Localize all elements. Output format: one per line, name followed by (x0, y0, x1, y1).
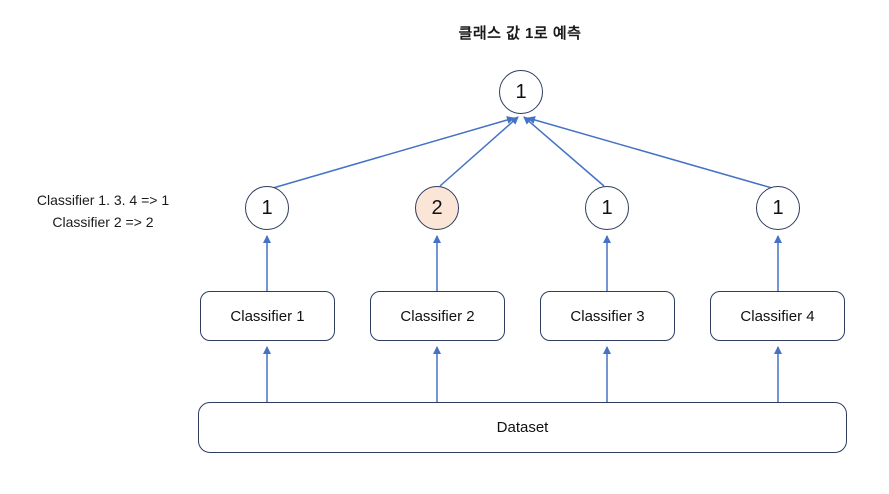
classifier-3-box: Classifier 3 (540, 291, 675, 341)
arrow-vote-4-to-final (527, 116, 773, 189)
classifier-4-box: Classifier 4 (710, 291, 845, 341)
vote-annotation: Classifier 1. 3. 4 => 1 Classifier 2 => … (8, 189, 198, 233)
diagram-title: 클래스 값 1로 예측 (458, 25, 582, 42)
arrow-vote-1-to-final (272, 116, 515, 189)
vote-node-4: 1 (756, 186, 800, 230)
dataset-box: Dataset (198, 402, 847, 453)
vote-node-3: 1 (585, 186, 629, 230)
vote-annotation-line2: Classifier 2 => 2 (52, 214, 154, 230)
vote-node-2: 2 (415, 186, 459, 230)
classifier-2-box: Classifier 2 (370, 291, 505, 341)
vote-node-1: 1 (245, 186, 289, 230)
classifier-1-box: Classifier 1 (200, 291, 335, 341)
arrow-vote-3-to-final (523, 116, 605, 187)
arrow-vote-2-to-final (439, 116, 519, 187)
final-prediction-node: 1 (499, 70, 543, 114)
vote-annotation-line1: Classifier 1. 3. 4 => 1 (36, 192, 170, 208)
